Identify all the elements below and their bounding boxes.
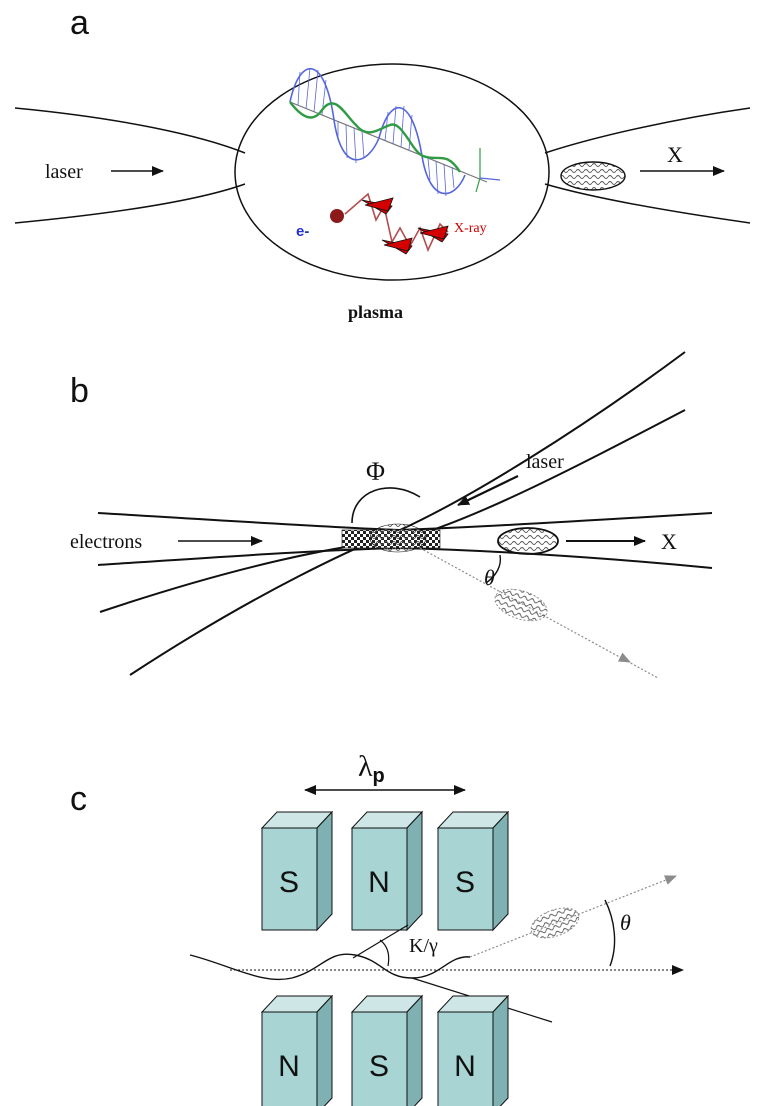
bottom-magnet-row: N S N	[260, 994, 510, 1106]
top-magnet-row: S N S	[260, 810, 510, 932]
phi-arc	[351, 487, 421, 524]
theta-label-c: θ	[620, 910, 631, 935]
laser-overlap	[369, 523, 427, 553]
electron-wiggle	[189, 953, 471, 981]
magnet-pole-label: S	[369, 1050, 389, 1083]
laser-beam-upper-right	[544, 107, 751, 154]
emission-ray	[469, 875, 677, 958]
axes-diagonal	[475, 177, 481, 193]
magnet-pole-label: N	[454, 1050, 476, 1083]
laser-beam-lower-left	[14, 183, 246, 224]
k-gamma-label: K/γ	[409, 935, 438, 957]
laser-beam-lower-right	[544, 183, 751, 224]
xray-cones	[361, 197, 449, 255]
scattered-ray-arrowhead	[617, 652, 631, 663]
theta-arc-b	[485, 554, 502, 584]
xray-pulse-b	[497, 527, 559, 555]
theta-label-b: θ	[484, 565, 495, 590]
theta-arc-c	[604, 899, 616, 967]
panel-b: b electrons laser Φ X θ	[70, 351, 713, 679]
em-wave	[289, 67, 501, 197]
k-gamma-tangent-upper	[352, 924, 409, 959]
electron-dot	[330, 209, 344, 223]
panel-a-letter: a	[70, 4, 89, 42]
electron-trajectory	[344, 192, 449, 253]
phi-label: Φ	[366, 457, 385, 486]
lambda-label: λp	[358, 750, 385, 787]
magnet-pole-label: S	[279, 866, 299, 899]
magnet-bottom-2: S	[350, 994, 424, 1106]
axes-horizontal	[479, 177, 501, 181]
k-gamma-arc	[379, 939, 390, 967]
plasma-label: plasma	[348, 302, 403, 322]
wave-electric	[289, 68, 466, 195]
panel-b-letter: b	[70, 372, 89, 410]
xray-label: X-ray	[454, 221, 487, 236]
laser-arrow-b	[457, 475, 519, 506]
output-label-a: X	[667, 142, 683, 167]
magnet-top-3: S	[436, 810, 510, 932]
laser-beam-upper-left	[14, 107, 246, 154]
magnet-pole-label: S	[455, 866, 475, 899]
panel-c-letter: c	[70, 780, 87, 818]
wave-magnetic	[289, 101, 462, 173]
magnet-top-1: S	[260, 810, 334, 932]
laser-label-b: laser	[526, 451, 564, 473]
plasma-bubble	[234, 63, 550, 281]
panel-a: a laser	[14, 4, 751, 322]
emission-pulse	[530, 907, 580, 939]
magnet-bottom-3: N	[436, 994, 510, 1106]
output-label-b: X	[661, 529, 677, 554]
wave-axis	[289, 101, 488, 183]
magnet-pole-label: N	[278, 1050, 300, 1083]
scattered-pulse	[494, 588, 548, 622]
electron-label: e-	[296, 223, 309, 240]
panel-c: c λp S N S	[70, 750, 684, 1106]
magnet-pole-label: N	[368, 866, 390, 899]
magnet-top-2: N	[350, 810, 424, 932]
laser-beam-upper	[129, 351, 686, 676]
magnet-bottom-1: N	[260, 994, 334, 1106]
electrons-label: electrons	[70, 531, 142, 553]
laser-label: laser	[45, 161, 83, 183]
xray-pulse-a	[560, 161, 626, 191]
laser-beam-lower	[99, 409, 686, 613]
